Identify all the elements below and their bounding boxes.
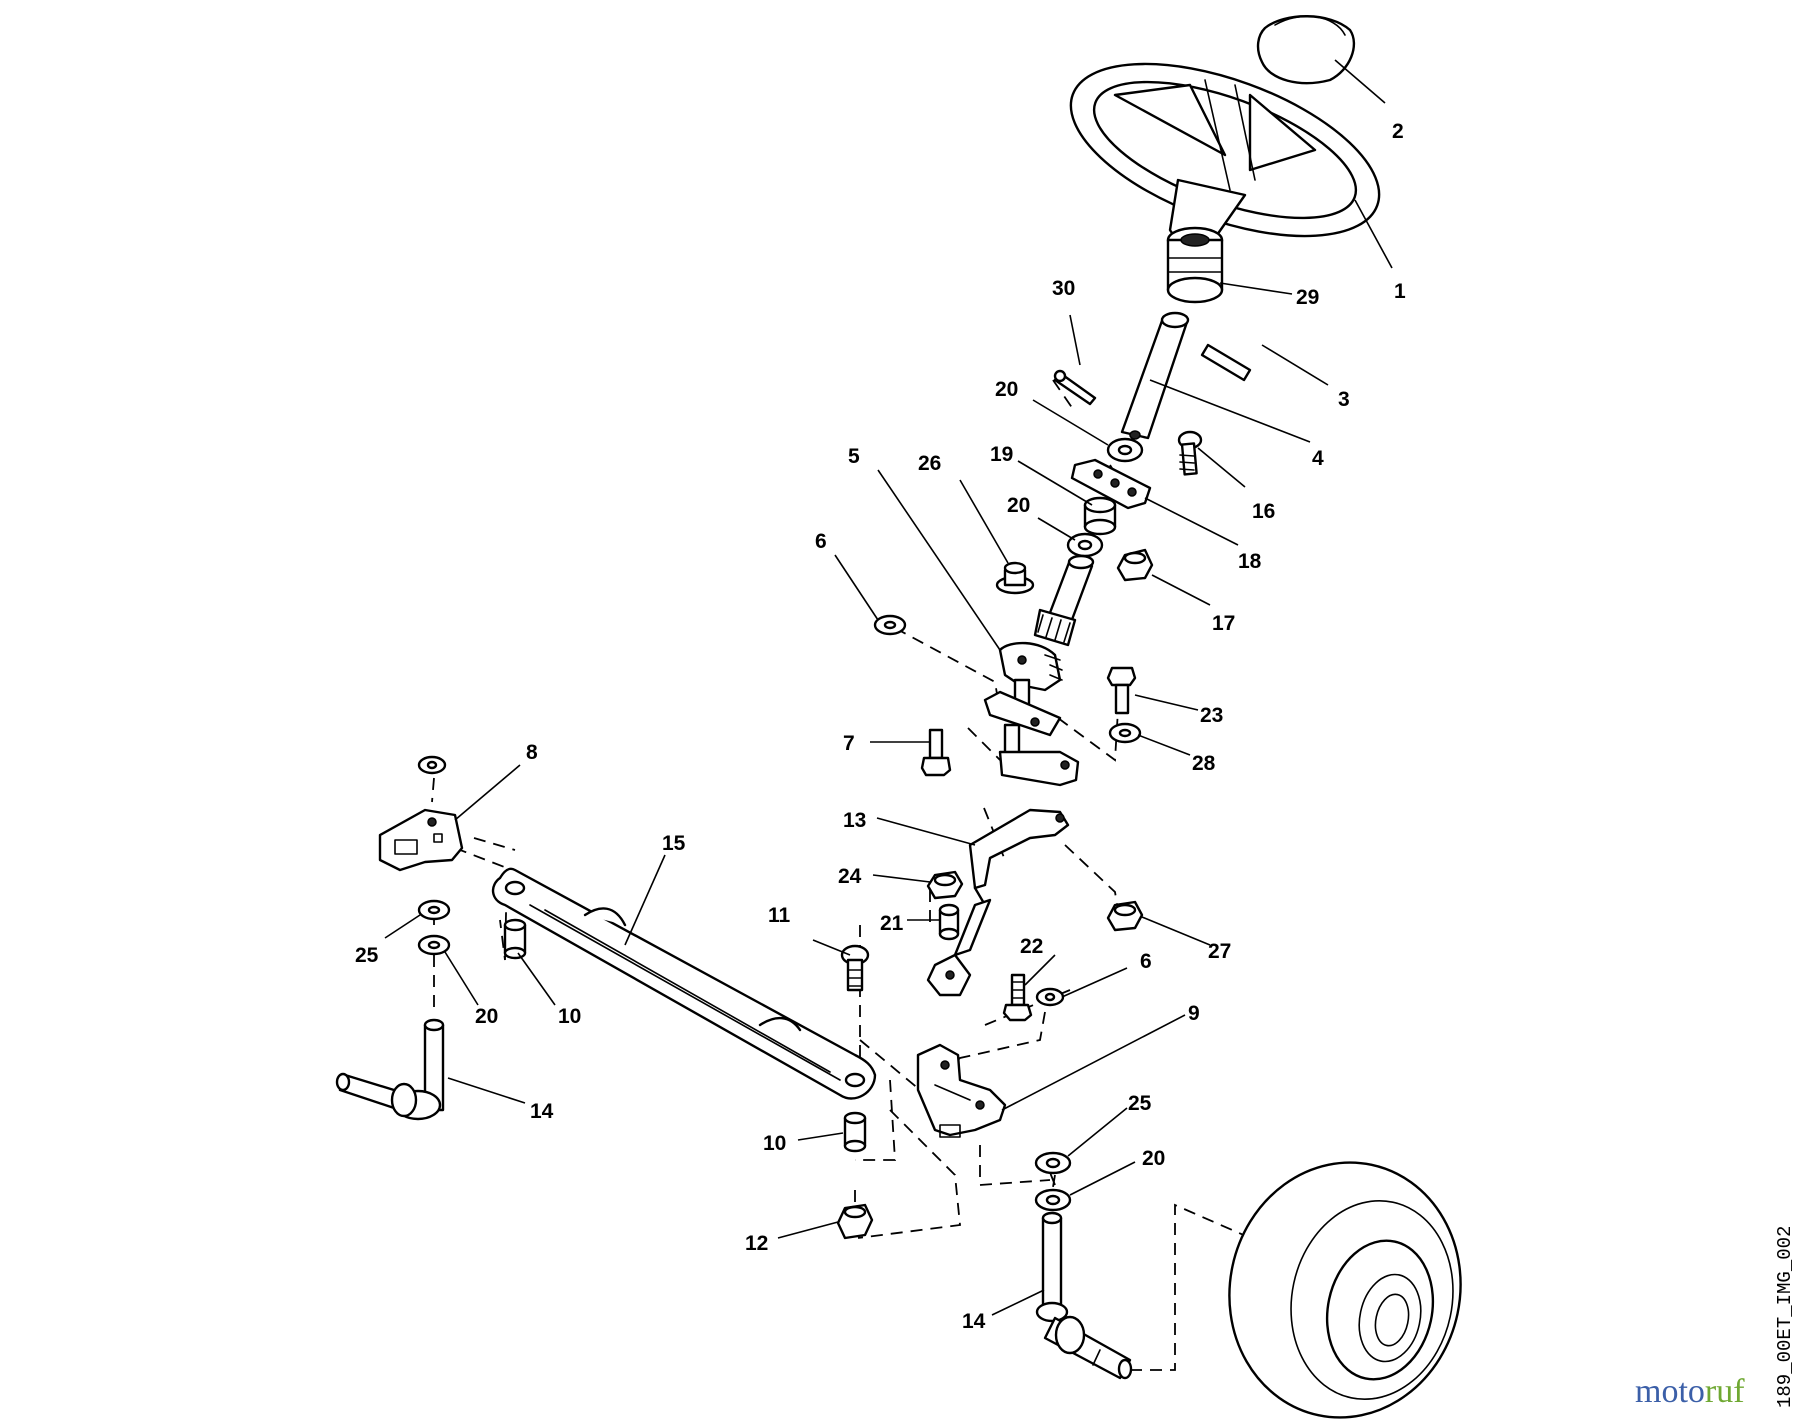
callout-12: 12 — [745, 1232, 768, 1255]
flange-bushing — [1083, 496, 1117, 536]
lock-washer — [417, 755, 447, 775]
callout-9: 9 — [1188, 1002, 1200, 1025]
drag-link — [926, 808, 1070, 997]
leader-lines — [384, 59, 1393, 1316]
callout-17: 17 — [1212, 612, 1235, 635]
flange-nut — [1106, 900, 1144, 932]
callout-20: 20 — [995, 378, 1018, 401]
spacer — [843, 1111, 867, 1153]
washer — [417, 899, 451, 921]
spacer — [503, 918, 527, 960]
callout-10: 10 — [558, 1005, 581, 1028]
hex-bolt — [920, 728, 952, 777]
washer — [1106, 437, 1144, 463]
washer — [1108, 722, 1142, 744]
callout-20: 20 — [475, 1005, 498, 1028]
flange-nut — [836, 1203, 874, 1240]
callout-5: 5 — [848, 445, 860, 468]
flange-bushing — [995, 561, 1035, 595]
callout-2: 2 — [1392, 120, 1404, 143]
callout-27: 27 — [1208, 940, 1231, 963]
watermark-part2: ruf — [1705, 1373, 1745, 1410]
callout-20: 20 — [1142, 1147, 1165, 1170]
lock-washer — [1035, 987, 1065, 1007]
callout-6: 6 — [1140, 950, 1152, 973]
callout-6: 6 — [815, 530, 827, 553]
watermark-part1: moto — [1635, 1373, 1705, 1410]
callout-14: 14 — [962, 1310, 986, 1333]
bracket-plate — [1070, 458, 1152, 510]
callout-10: 10 — [763, 1132, 786, 1155]
right-spindle — [1035, 1211, 1133, 1380]
flange-nut — [1116, 548, 1154, 582]
callout-26: 26 — [918, 452, 941, 475]
callout-labels: 2 1 29 30 3 4 20 16 5 26 19 20 18 6 17 2… — [355, 120, 1406, 1333]
watermark: motoruf — [1635, 1373, 1745, 1410]
hex-bolt — [1002, 973, 1033, 1022]
callout-24: 24 — [838, 865, 862, 888]
callout-13: 13 — [843, 809, 866, 832]
steering-shaft — [1120, 311, 1190, 440]
washer — [1066, 532, 1104, 558]
callout-21: 21 — [880, 912, 904, 935]
sector-gear — [998, 641, 1063, 717]
lock-washer — [873, 614, 907, 636]
cotter-pin — [1053, 369, 1097, 406]
pinion-gear — [1033, 554, 1095, 647]
callout-20: 20 — [1007, 494, 1030, 517]
hex-bolt — [1106, 666, 1137, 715]
callout-8: 8 — [526, 741, 538, 764]
callout-1: 1 — [1394, 280, 1406, 303]
steering-plate — [983, 690, 1080, 787]
flange-nut — [926, 870, 964, 900]
callout-25: 25 — [1128, 1092, 1152, 1115]
callout-11: 11 — [768, 904, 791, 927]
callout-23: 23 — [1200, 704, 1223, 727]
washer — [1034, 1188, 1072, 1212]
callout-29: 29 — [1296, 286, 1319, 309]
callout-22: 22 — [1020, 935, 1043, 958]
callout-30: 30 — [1052, 277, 1075, 300]
callout-14: 14 — [530, 1100, 554, 1123]
washer — [1034, 1151, 1072, 1175]
callout-7: 7 — [843, 732, 855, 755]
spacer — [938, 903, 960, 941]
carriage-bolt — [1177, 430, 1203, 476]
image-id-label: 189_00ET_IMG_002 — [1774, 1226, 1796, 1408]
callout-28: 28 — [1192, 752, 1216, 775]
steering-bushing — [1166, 226, 1224, 304]
front-wheel — [1228, 1161, 1462, 1419]
callout-18: 18 — [1238, 550, 1262, 573]
callout-25: 25 — [355, 944, 379, 967]
left-bracket — [378, 808, 464, 872]
steering-wheel — [1069, 62, 1381, 248]
left-spindle — [335, 1018, 445, 1121]
callout-19: 19 — [990, 443, 1013, 466]
axle-bar — [491, 867, 877, 1100]
callout-3: 3 — [1338, 388, 1350, 411]
callout-16: 16 — [1252, 500, 1275, 523]
callout-15: 15 — [662, 832, 686, 855]
carriage-bolt — [840, 944, 870, 992]
callout-4: 4 — [1312, 447, 1324, 470]
roll-pin — [1200, 343, 1252, 382]
right-bracket — [916, 1043, 1007, 1138]
washer — [417, 934, 451, 956]
steering-cap — [1256, 15, 1356, 85]
